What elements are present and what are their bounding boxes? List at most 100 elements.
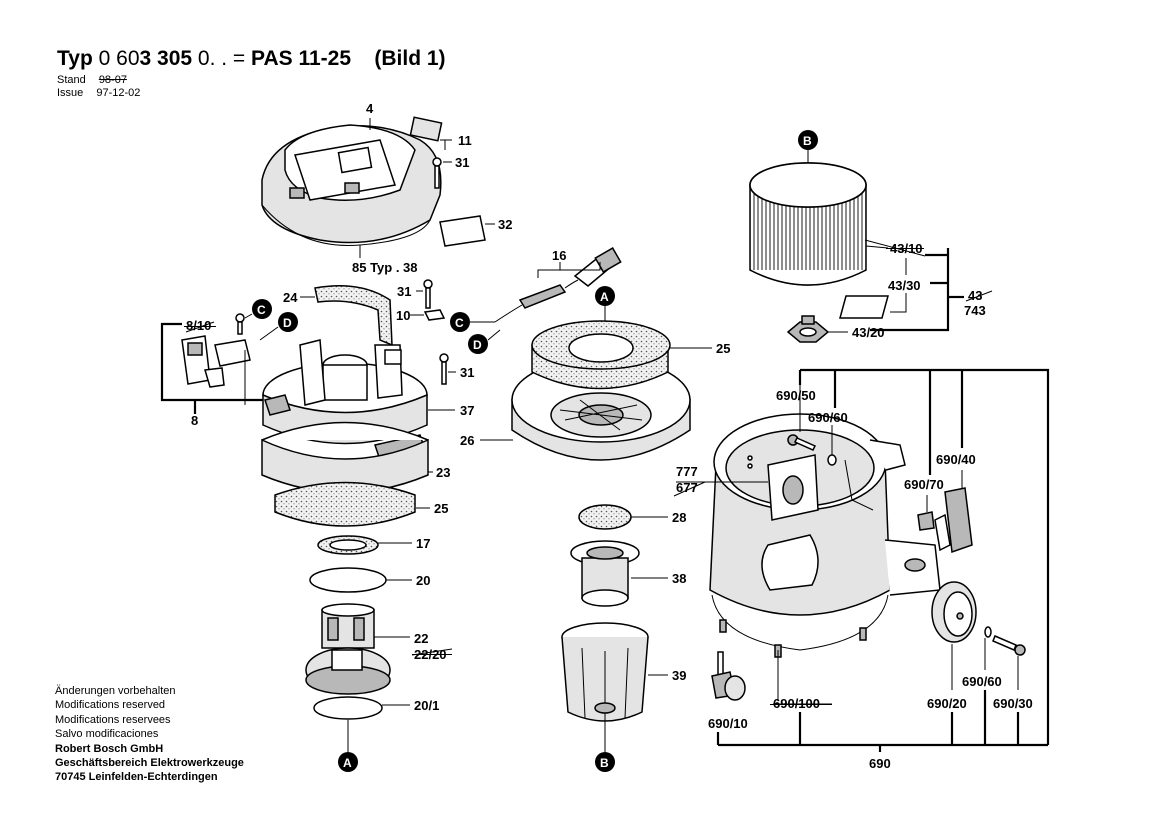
filter-cartridge-part bbox=[570, 540, 640, 607]
company-name: Robert Bosch GmbH bbox=[55, 742, 164, 755]
company-address: 70745 Leinfelden-Echterdingen bbox=[55, 771, 218, 784]
part-label-25-right: 25 bbox=[716, 341, 730, 356]
part-label-20-1: 20/1 bbox=[414, 698, 439, 713]
part-label-690-30: 690/30 bbox=[993, 696, 1033, 711]
fan-housing-base-part bbox=[511, 320, 691, 461]
strike-8-10 bbox=[184, 326, 216, 327]
issue-line: Issue 97-12-02 bbox=[57, 87, 140, 99]
marker-c-middle: C bbox=[450, 312, 470, 332]
screw-part bbox=[439, 353, 449, 385]
typ-label: Typ bbox=[57, 47, 93, 70]
seal-part bbox=[314, 285, 393, 347]
svg-text:B: B bbox=[600, 756, 609, 770]
label-sticker-part bbox=[409, 116, 443, 142]
motor-part bbox=[305, 603, 391, 695]
part-label-4: 4 bbox=[366, 101, 374, 116]
svg-text:A: A bbox=[343, 756, 352, 770]
marker-b-bottom: B bbox=[595, 752, 615, 772]
clip-part bbox=[917, 511, 935, 531]
part-label-16: 16 bbox=[552, 248, 566, 263]
part-label-690-40: 690/40 bbox=[936, 452, 976, 467]
washer-part bbox=[984, 626, 992, 638]
part-label-11: 11 bbox=[458, 133, 472, 148]
stand-label: Stand bbox=[57, 74, 86, 86]
strike-690-100 bbox=[770, 704, 832, 705]
model-name: PAS 11-25 bbox=[251, 47, 352, 70]
issue-value: 97-12-02 bbox=[96, 87, 141, 99]
screw-part bbox=[787, 434, 817, 451]
part-label-37: 37 bbox=[460, 403, 474, 418]
issue-label: Issue bbox=[57, 87, 84, 99]
latch-part bbox=[934, 487, 973, 554]
wing-nut-part bbox=[786, 315, 830, 343]
part-label-690-50: 690/50 bbox=[776, 388, 816, 403]
part-label-39: 39 bbox=[672, 668, 686, 683]
company-division: Geschäftsbereich Elektrowerkzeuge bbox=[55, 757, 244, 770]
sticker-part bbox=[439, 215, 486, 247]
part-label-690-70: 690/70 bbox=[904, 477, 944, 492]
part-label-85: 85 Typ . 38 bbox=[352, 260, 418, 275]
part-label-690-20: 690/20 bbox=[927, 696, 967, 711]
part-label-43-20: 43/20 bbox=[852, 325, 885, 340]
cartridge-filter-part bbox=[749, 162, 867, 286]
part-label-25-left: 25 bbox=[434, 501, 448, 516]
filter-seal-part bbox=[274, 481, 416, 527]
marker-d-left: D bbox=[278, 312, 298, 332]
footer-line: Modifications reserved bbox=[55, 699, 166, 712]
part-label-690-60-bottom: 690/60 bbox=[962, 674, 1002, 689]
part-label-17: 17 bbox=[416, 536, 430, 551]
part-label-20: 20 bbox=[416, 573, 430, 588]
o-ring-part bbox=[309, 567, 387, 593]
stand-value: 98-07 bbox=[98, 74, 127, 86]
screw-part bbox=[235, 313, 245, 335]
screw-part bbox=[423, 279, 433, 309]
part-label-690-60-top: 690/60 bbox=[808, 410, 848, 425]
page-title: Typ 0 603 305 0. . = PAS 11-25 (Bild 1) bbox=[57, 47, 446, 71]
motor-hood-part bbox=[261, 124, 442, 246]
power-cord-part bbox=[494, 247, 622, 323]
marker-c-left: C bbox=[252, 299, 272, 319]
marker-d-middle: D bbox=[468, 334, 488, 354]
part-label-10: 10 bbox=[396, 308, 410, 323]
axle-screw-part bbox=[992, 635, 1026, 656]
clip-part bbox=[423, 309, 446, 321]
part-label-22: 22 bbox=[414, 631, 428, 646]
washer-part bbox=[827, 454, 837, 466]
footer-line: Änderungen vorbehalten bbox=[55, 685, 176, 697]
container-part bbox=[709, 413, 941, 658]
marker-a-top: A bbox=[595, 286, 615, 306]
filter-basket-part bbox=[561, 622, 649, 722]
part-label-31-right: 31 bbox=[460, 365, 474, 380]
footer-line: Salvo modificaciones bbox=[55, 728, 159, 741]
fan-housing-part bbox=[261, 421, 429, 494]
footer-notes: Änderungen vorbehalten Modifications res… bbox=[55, 684, 244, 785]
switch-part bbox=[181, 335, 251, 388]
footer-line: Modifications reservees bbox=[55, 713, 171, 726]
part-label-690: 690 bbox=[869, 756, 891, 771]
caster-part bbox=[711, 651, 746, 701]
filter-pad-part bbox=[578, 504, 632, 530]
bild-label: (Bild 1) bbox=[374, 47, 446, 70]
part-label-677: 677 bbox=[676, 480, 698, 495]
part-label-26: 26 bbox=[460, 433, 474, 448]
svg-text:C: C bbox=[257, 303, 266, 317]
part-label-28: 28 bbox=[672, 510, 686, 525]
part-label-31-middle: 31 bbox=[397, 284, 411, 299]
part-label-32: 32 bbox=[498, 217, 512, 232]
o-ring-part bbox=[313, 696, 383, 720]
part-label-8: 8 bbox=[191, 413, 198, 428]
typ-suffix: 0. . = bbox=[197, 47, 246, 70]
stand-line: Stand 98-07 bbox=[57, 74, 127, 86]
part-label-31-top: 31 bbox=[455, 155, 469, 170]
typ-number-bold: 3 305 bbox=[139, 47, 193, 70]
typ-number-plain: 0 60 bbox=[98, 47, 140, 70]
svg-text:B: B bbox=[803, 134, 812, 148]
part-label-690-10: 690/10 bbox=[708, 716, 748, 731]
screw-part bbox=[432, 157, 442, 189]
part-label-38: 38 bbox=[672, 571, 686, 586]
svg-text:A: A bbox=[600, 290, 609, 304]
part-label-777: 777 bbox=[676, 464, 698, 479]
filter-sheet-part bbox=[839, 295, 889, 319]
part-label-24: 24 bbox=[283, 290, 298, 305]
